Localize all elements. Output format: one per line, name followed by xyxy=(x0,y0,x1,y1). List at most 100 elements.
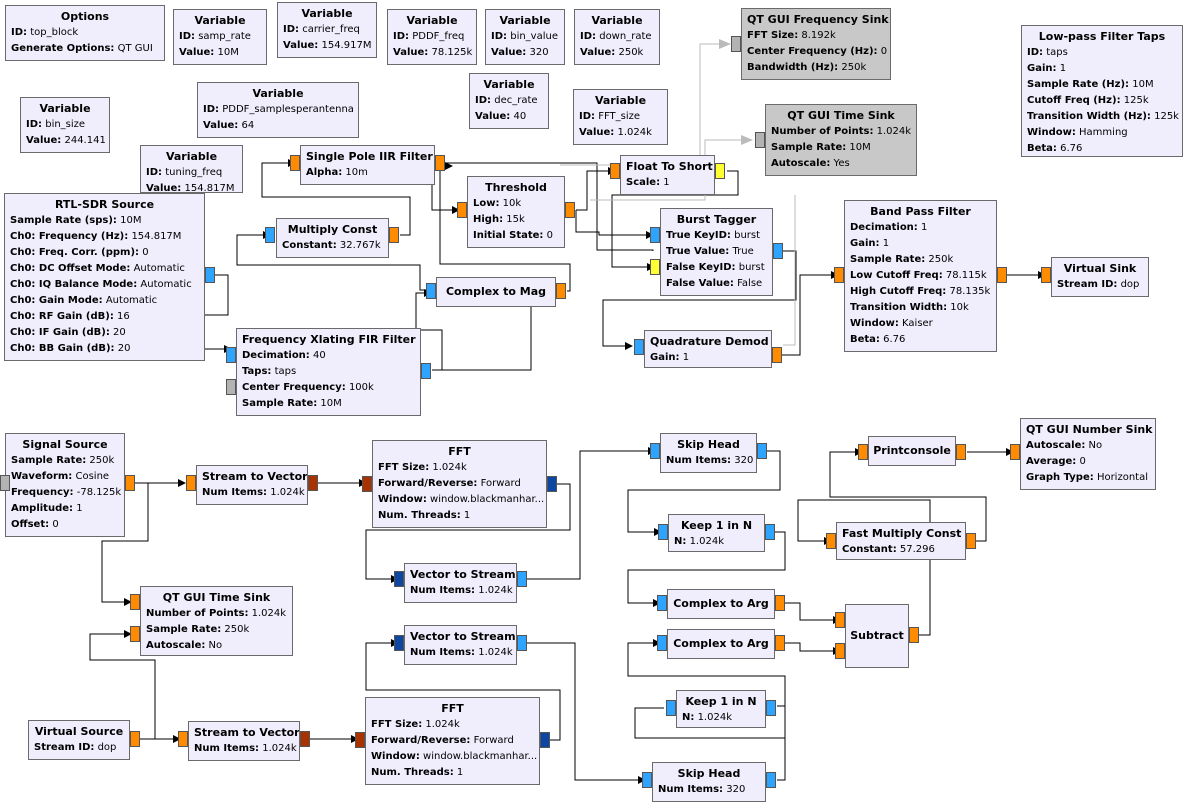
port-skip-head-1[interactable] xyxy=(650,443,660,459)
port-fft-2[interactable] xyxy=(540,732,550,748)
port-fast-multiply-const[interactable] xyxy=(826,533,836,549)
port-burst-tagger[interactable] xyxy=(650,227,660,243)
port-printconsole[interactable] xyxy=(858,444,868,460)
port-virtual-sink[interactable] xyxy=(1041,267,1051,283)
port-complex-to-arg-1[interactable] xyxy=(775,595,785,611)
port-printconsole[interactable] xyxy=(956,444,966,460)
port-qt-gui-frequency-sink[interactable] xyxy=(731,36,741,52)
port-frequency-xlating-fir-filter[interactable] xyxy=(226,347,236,363)
port-stream-to-vector-2[interactable] xyxy=(178,731,188,747)
port-complex-to-mag[interactable] xyxy=(426,283,436,299)
port-float-to-short[interactable] xyxy=(610,163,620,179)
port-qt-gui-time-sink-1[interactable] xyxy=(755,132,765,148)
port-vector-to-stream-1[interactable] xyxy=(394,571,404,587)
port-fft-2[interactable] xyxy=(355,732,365,748)
port-band-pass-filter[interactable] xyxy=(834,267,844,283)
port-threshold[interactable] xyxy=(457,202,467,218)
port-keep-1-in-n-2[interactable] xyxy=(666,700,676,716)
port-rtl-sdr-source[interactable] xyxy=(205,267,215,283)
port-complex-to-mag[interactable] xyxy=(556,283,566,299)
port-stream-to-vector-1[interactable] xyxy=(308,475,318,491)
port-frequency-xlating-fir-filter[interactable] xyxy=(226,379,236,395)
port-signal-source[interactable] xyxy=(0,475,10,491)
port-fft-1[interactable] xyxy=(547,476,557,492)
block-subtract[interactable]: Subtract xyxy=(845,604,909,668)
port-complex-to-arg-2[interactable] xyxy=(775,635,785,651)
block-complex-to-arg-2[interactable]: Complex to Arg xyxy=(667,629,775,659)
block-printconsole[interactable]: Printconsole xyxy=(868,436,956,466)
port-keep-1-in-n-1[interactable] xyxy=(765,524,775,540)
port-vector-to-stream-1[interactable] xyxy=(517,571,527,587)
port-single-pole-iir-filter[interactable] xyxy=(435,155,445,171)
port-quadrature-demod[interactable] xyxy=(634,339,644,355)
port-vector-to-stream-2[interactable] xyxy=(394,635,404,651)
port-keep-1-in-n-2[interactable] xyxy=(766,700,776,716)
port-signal-source[interactable] xyxy=(125,475,135,491)
port-skip-head-2[interactable] xyxy=(642,772,652,788)
port-burst-tagger[interactable] xyxy=(773,243,783,259)
port-multiply-const[interactable] xyxy=(265,227,275,243)
port-qt-gui-time-sink-2[interactable] xyxy=(130,594,140,610)
port-keep-1-in-n-1[interactable] xyxy=(658,524,668,540)
port-skip-head-2[interactable] xyxy=(766,772,776,788)
port-stream-to-vector-2[interactable] xyxy=(300,731,310,747)
port-complex-to-arg-2[interactable] xyxy=(657,635,667,651)
port-qt-gui-number-sink[interactable] xyxy=(1010,444,1020,460)
port-subtract[interactable] xyxy=(909,627,919,643)
port-band-pass-filter[interactable] xyxy=(997,267,1007,283)
port-subtract[interactable] xyxy=(835,643,845,659)
port-single-pole-iir-filter[interactable] xyxy=(290,155,300,171)
port-fast-multiply-const[interactable] xyxy=(966,533,976,549)
port-fft-1[interactable] xyxy=(362,476,372,492)
port-qt-gui-time-sink-2[interactable] xyxy=(130,626,140,642)
block-complex-to-arg-1[interactable]: Complex to Arg xyxy=(667,589,775,619)
port-subtract[interactable] xyxy=(835,612,845,628)
port-burst-tagger[interactable] xyxy=(650,259,660,275)
block-complex-to-mag[interactable]: Complex to Mag xyxy=(436,277,556,307)
port-threshold[interactable] xyxy=(565,202,575,218)
port-multiply-const[interactable] xyxy=(389,227,399,243)
port-virtual-source[interactable] xyxy=(130,731,140,747)
port-stream-to-vector-1[interactable] xyxy=(186,475,196,491)
port-vector-to-stream-2[interactable] xyxy=(517,635,527,651)
port-float-to-short[interactable] xyxy=(715,163,725,179)
port-frequency-xlating-fir-filter[interactable] xyxy=(421,363,431,379)
port-complex-to-arg-1[interactable] xyxy=(657,595,667,611)
